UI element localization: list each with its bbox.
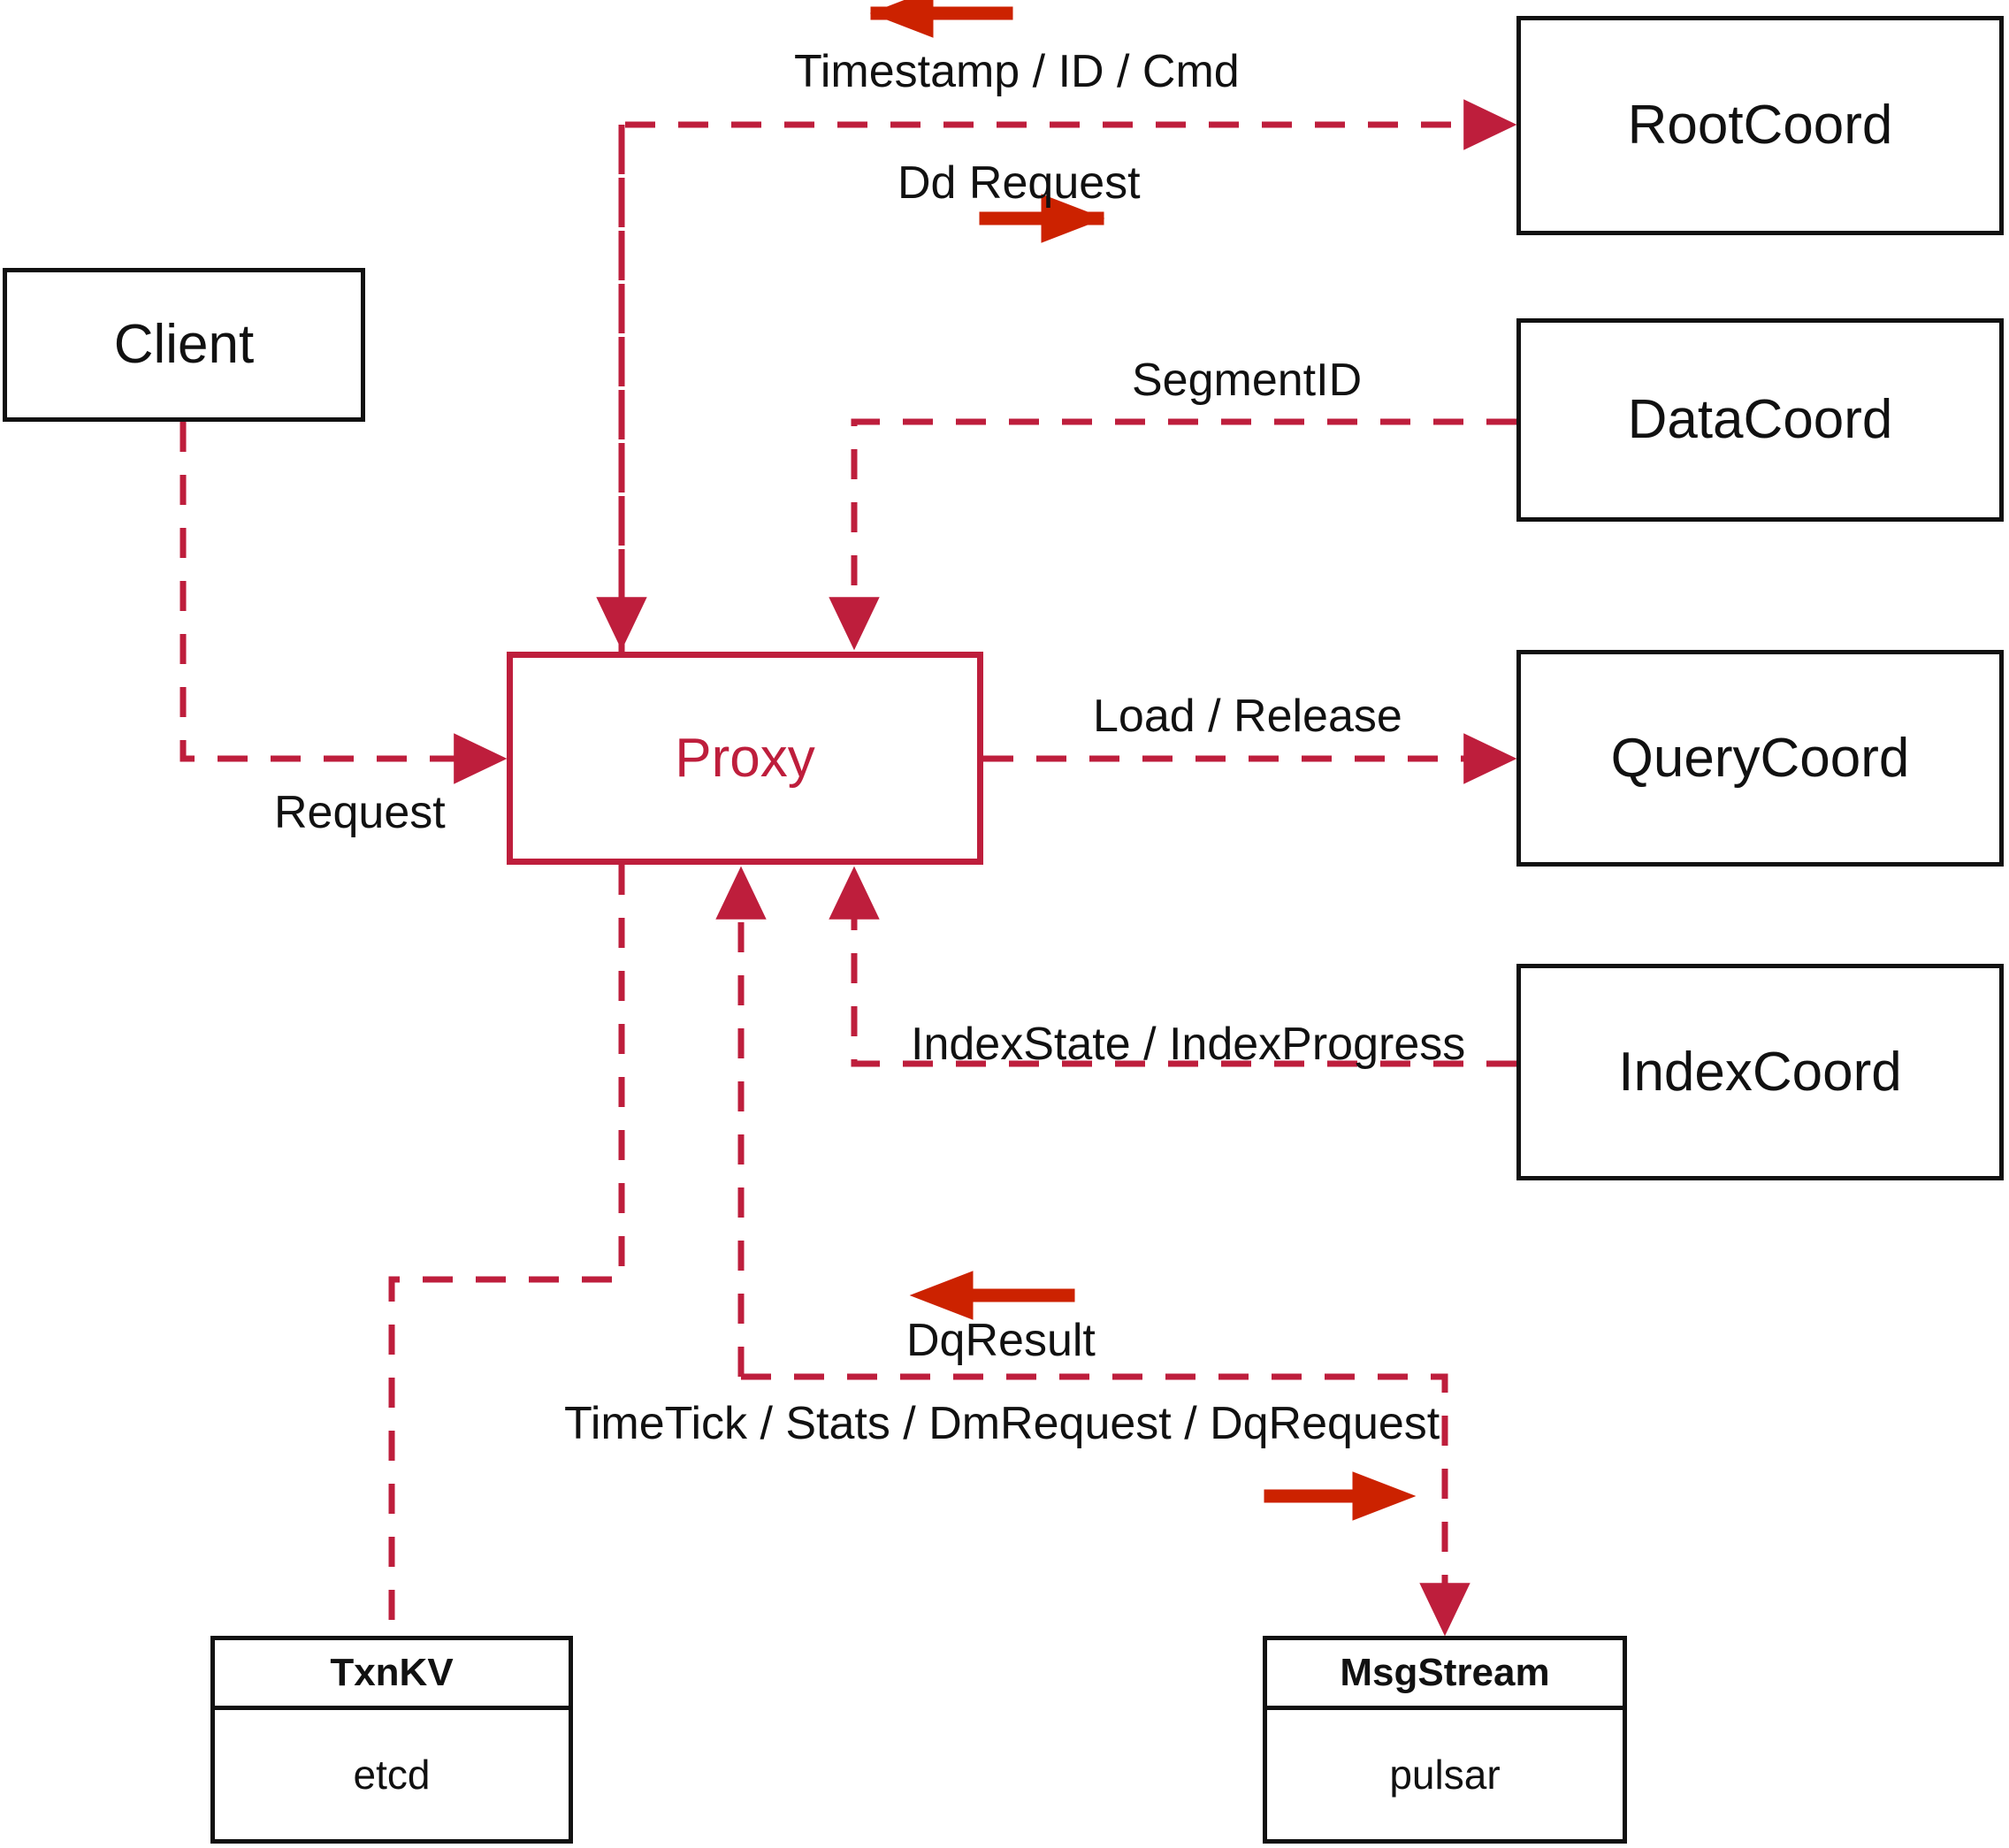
wire-datacoord-to-proxy [829, 418, 1516, 651]
wire-proxy-to-rootcoord [618, 99, 1517, 652]
node-txnkv-header: TxnKV [215, 1640, 569, 1710]
node-datacoord-label: DataCoord [1627, 389, 1893, 450]
node-datacoord[interactable]: DataCoord [1516, 318, 2004, 522]
arrow-dd-request-right [979, 194, 1105, 243]
edge-label-load-release: Load / Release [1093, 691, 1402, 742]
wire-proxy-to-msgstream [741, 1373, 1470, 1637]
node-rootcoord[interactable]: RootCoord [1516, 16, 2004, 235]
node-proxy-label: Proxy [675, 727, 815, 789]
direction-arrow-group [869, 0, 1417, 1521]
node-indexcoord-label: IndexCoord [1618, 1041, 1902, 1103]
edge-label-segmentid: SegmentID [1132, 355, 1363, 406]
edge-label-request: Request [274, 787, 446, 838]
edge-label-timestamp-id-cmd: Timestamp / ID / Cmd [794, 46, 1240, 97]
arrow-timetick-right [1264, 1471, 1417, 1521]
arrow-timestamp-left [869, 0, 1013, 38]
edge-label-dqresult: DqResult [906, 1315, 1096, 1366]
node-indexcoord[interactable]: IndexCoord [1516, 964, 2004, 1180]
node-rootcoord-label: RootCoord [1627, 95, 1893, 156]
node-querycoord-label: QueryCoord [1610, 727, 1910, 789]
node-querycoord[interactable]: QueryCoord [1516, 650, 2004, 867]
wire-proxy-to-txnkv [388, 865, 625, 1636]
wire-indexcoord-to-proxy [829, 866, 1516, 1067]
node-txnkv-body: etcd [353, 1752, 431, 1798]
node-proxy[interactable]: Proxy [507, 652, 983, 865]
node-client[interactable]: Client [3, 268, 365, 422]
node-txnkv[interactable]: TxnKV etcd [210, 1636, 573, 1844]
edge-label-indexstate-indexprogress: IndexState / IndexProgress [911, 1019, 1466, 1070]
node-msgstream[interactable]: MsgStream pulsar [1263, 1636, 1627, 1844]
node-msgstream-header: MsgStream [1267, 1640, 1623, 1710]
edge-label-dd-request: Dd Request [898, 157, 1141, 209]
node-msgstream-body: pulsar [1389, 1752, 1501, 1798]
edge-label-timetick-stats: TimeTick / Stats / DmRequest / DqRequest [564, 1398, 1440, 1449]
arrow-dqresult-left [909, 1271, 1075, 1320]
node-client-label: Client [113, 314, 255, 375]
wire-client-to-proxy [180, 422, 508, 784]
